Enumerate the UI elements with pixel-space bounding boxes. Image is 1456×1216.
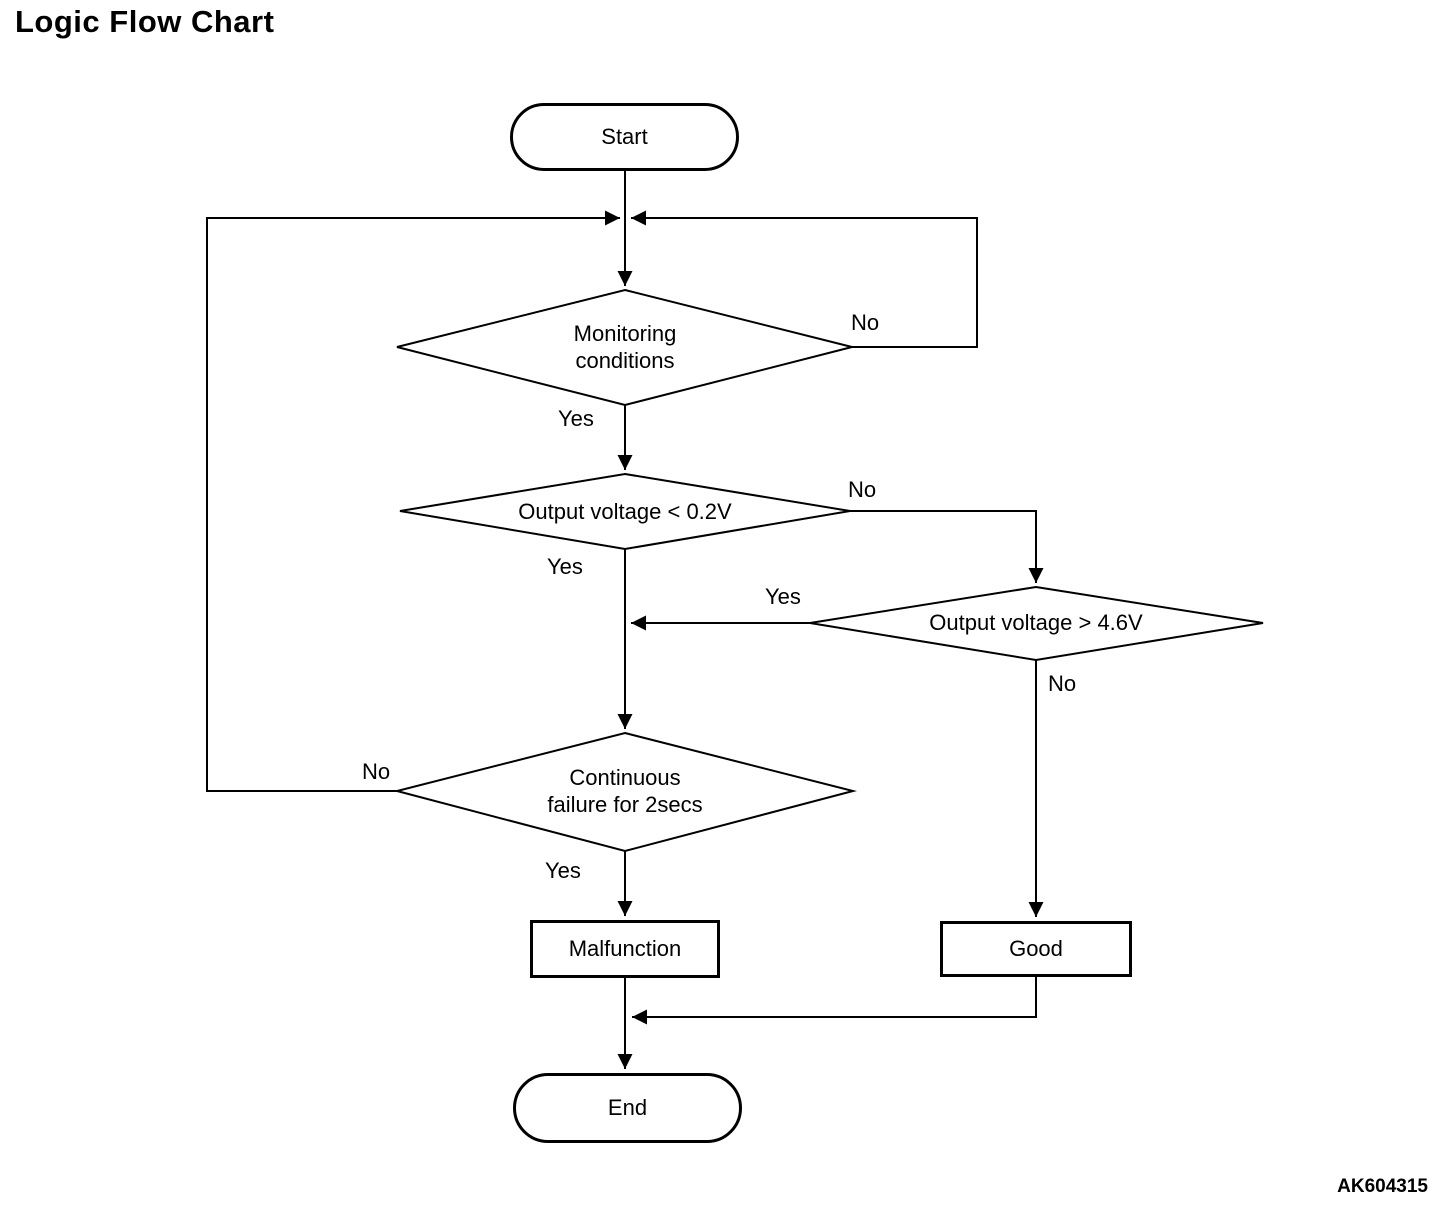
edge-label-continuous-failure-yes: Yes [545, 858, 581, 883]
edge-label-low-voltage-no: No [848, 477, 877, 502]
good-node-label: Good [1009, 936, 1063, 961]
edge-monitoring-no-loop [631, 210, 978, 348]
edge-low-voltage-no [850, 510, 1044, 583]
end-node: End [513, 1073, 742, 1143]
decision-output-voltage-low-shape [399, 472, 851, 551]
page-title: Logic Flow Chart [15, 4, 275, 39]
edge-label-monitoring-no: No [851, 310, 880, 335]
start-node-label: Start [601, 124, 648, 149]
malfunction-node: Malfunction [530, 920, 720, 978]
edge-continuous-failure-no-loop [206, 210, 620, 792]
edge-label-high-voltage-no: No [1048, 671, 1077, 696]
edge-label-monitoring-yes: Yes [558, 406, 594, 431]
good-node: Good [940, 921, 1132, 977]
start-node: Start [510, 103, 739, 171]
end-node-label: End [607, 1095, 648, 1120]
malfunction-node-label: Malfunction [568, 936, 682, 961]
edge-label-high-voltage-yes: Yes [765, 584, 801, 609]
decision-continuous-failure-shape [393, 731, 857, 853]
decision-output-voltage-high-shape [809, 585, 1264, 662]
edge-good-to-end [632, 977, 1037, 1025]
decision-monitoring-conditions-shape [396, 288, 853, 407]
edge-label-continuous-failure-no: No [362, 759, 391, 784]
edge-label-low-voltage-yes: Yes [547, 554, 583, 579]
figure-id: AK604315 [1337, 1176, 1428, 1197]
